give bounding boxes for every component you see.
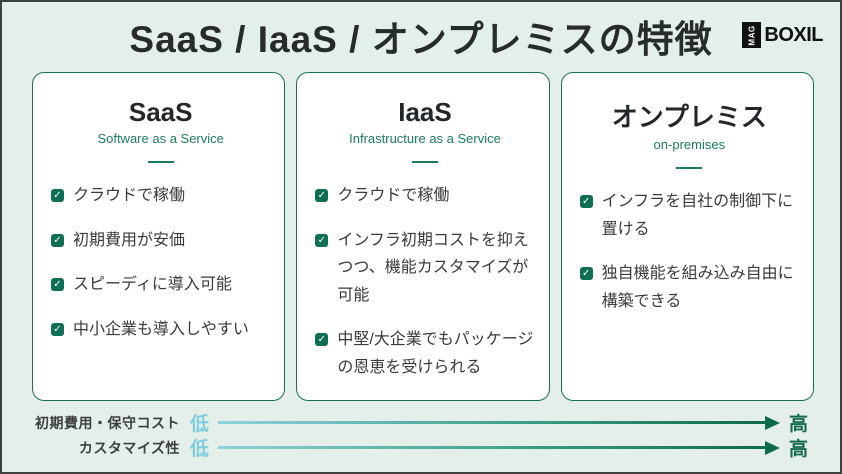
checkbox-icon: ✓: [315, 189, 329, 202]
list-item-text: インフラを自社の制御下に置ける: [601, 193, 794, 238]
list-item: ✓ インフラを自社の制御下に置ける: [579, 188, 799, 243]
scale-high-text: 高: [788, 439, 808, 460]
list-item-text: 初期費用が安価: [73, 231, 186, 249]
arrow-right-icon: [218, 421, 765, 424]
card-onpremises: オンプレミス on-premises ✓ インフラを自社の制御下に置ける ✓ 独…: [560, 72, 814, 401]
arrow-right-icon: [218, 446, 765, 449]
boxil-logo: MAG BOXIL: [742, 22, 823, 48]
boxil-logo-text: BOXIL: [764, 23, 823, 46]
checkbox-icon: ✓: [51, 278, 64, 292]
mag-badge-text: MAG: [747, 24, 757, 46]
list-item: ✓ インフラ初期コストを抑えつつ、機能カスタマイズが可能: [315, 227, 534, 310]
list-item: ✓ クラウドで稼働: [315, 182, 534, 210]
card-saas-subtitle: Software as a Service: [97, 131, 224, 146]
list-item: ✓ 独自機能を組み込み自由に構築できる: [579, 260, 799, 315]
checkbox-icon: ✓: [51, 233, 64, 247]
checkbox-icon: ✓: [315, 333, 329, 347]
card-onpremises-title: オンプレミス: [611, 102, 767, 132]
list-item: ✓ クラウドで稼働: [51, 182, 270, 210]
scales-section: 初期費用・保守コスト 低 高 カスタマイズ性 低 高: [32, 410, 808, 460]
checkbox-icon: ✓: [579, 267, 593, 281]
scale-low-text: 低: [190, 439, 210, 460]
list-item-text: 独自機能を組み込み自由に構築できる: [601, 265, 794, 310]
list-item: ✓ 中堅/大企業でもパッケージの恩恵を受けられる: [315, 326, 534, 381]
list-item-text: クラウドで稼働: [337, 187, 450, 204]
card-iaas: IaaS Infrastructure as a Service ✓ クラウドで…: [296, 72, 550, 401]
list-item-text: インフラ初期コストを抑えつつ、機能カスタマイズが可能: [337, 231, 529, 304]
mag-badge-icon: MAG: [742, 22, 762, 48]
card-iaas-title: IaaS: [398, 97, 452, 127]
card-saas-title: SaaS: [128, 97, 193, 127]
scale-high-text: 高: [788, 414, 808, 435]
list-item-text: 中小企業も導入しやすい: [73, 320, 249, 338]
divider: [676, 167, 703, 169]
checkbox-icon: ✓: [51, 322, 64, 336]
scale-row-customizability: カスタマイズ性 低 高: [32, 435, 808, 460]
cards-row: SaaS Software as a Service ✓ クラウドで稼働 ✓ 初…: [32, 72, 814, 401]
list-item-text: スピーディに導入可能: [73, 276, 232, 294]
list-item: ✓ 初期費用が安価: [51, 227, 270, 255]
card-saas: SaaS Software as a Service ✓ クラウドで稼働 ✓ 初…: [32, 72, 286, 401]
list-item: ✓ スピーディに導入可能: [51, 271, 270, 299]
list-item-text: クラウドで稼働: [73, 187, 186, 204]
list-item-text: 中堅/大企業でもパッケージの恩恵を受けられる: [337, 331, 534, 376]
card-onpremises-subtitle: on-premises: [653, 137, 726, 152]
checkbox-icon: ✓: [51, 189, 64, 202]
list-item: ✓ 中小企業も導入しやすい: [51, 316, 270, 344]
scale-low-text: 低: [190, 414, 210, 435]
divider: [147, 161, 174, 163]
checkbox-icon: ✓: [579, 195, 593, 208]
header: SaaS / IaaS / オンプレミスの特徴 MAG BOXIL: [2, 2, 840, 70]
scale-label: カスタマイズ性: [78, 439, 180, 456]
page-title: SaaS / IaaS / オンプレミスの特徴: [129, 19, 713, 60]
card-iaas-subtitle: Infrastructure as a Service: [349, 131, 501, 146]
divider: [411, 161, 438, 163]
checkbox-icon: ✓: [315, 233, 329, 247]
scale-label: 初期費用・保守コスト: [35, 414, 180, 431]
scale-row-initial-cost: 初期費用・保守コスト 低 高: [32, 410, 808, 435]
